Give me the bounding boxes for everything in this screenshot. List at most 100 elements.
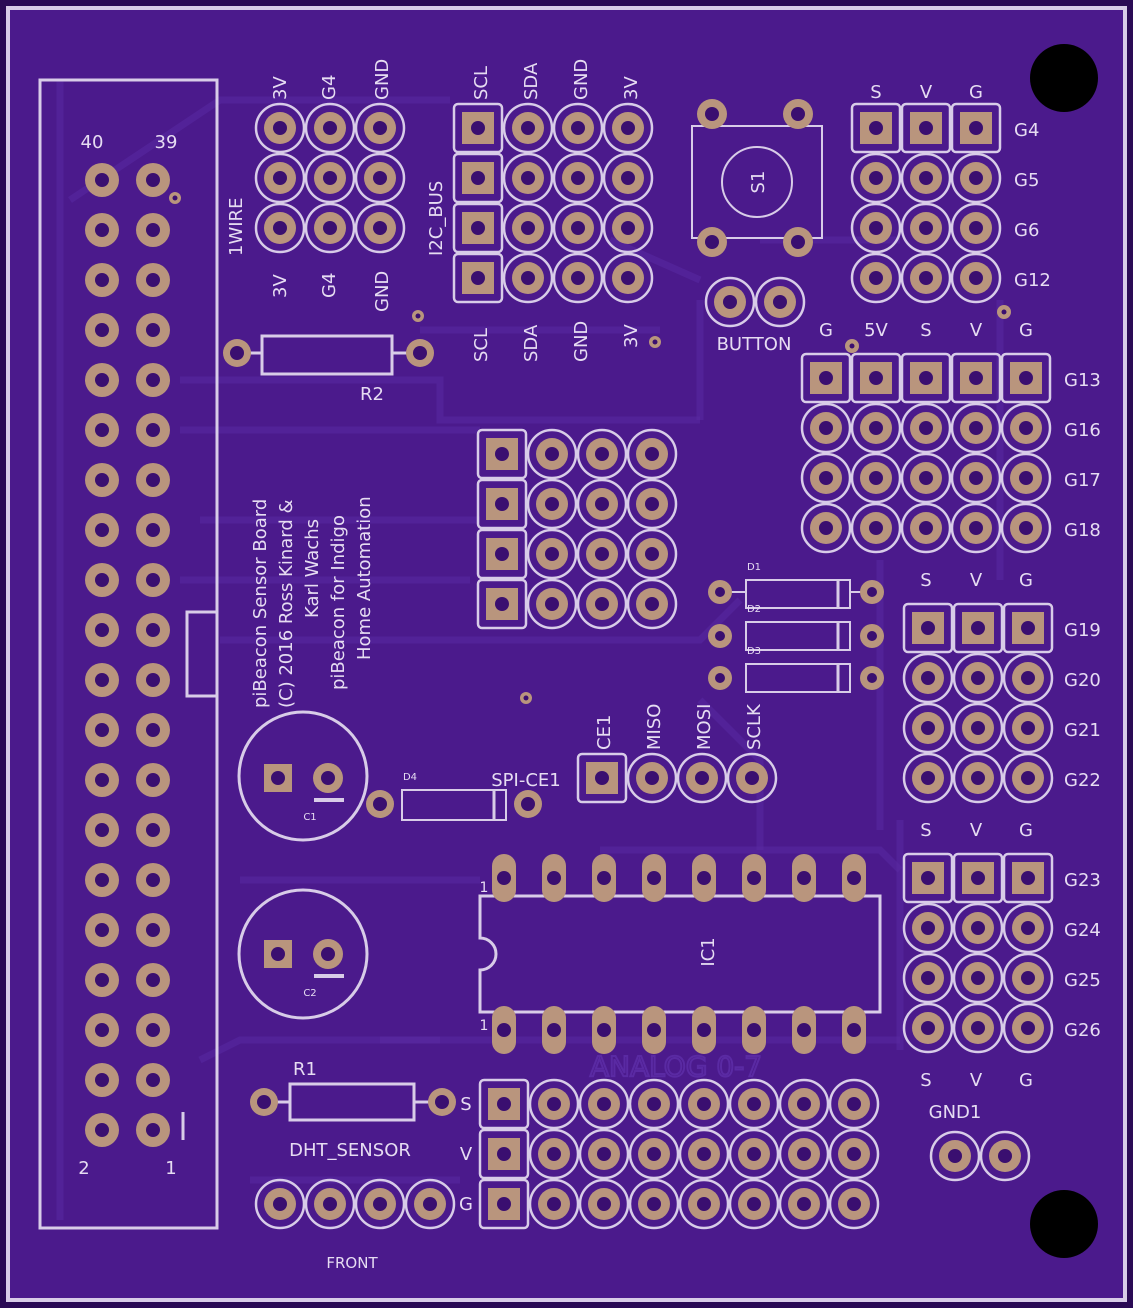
proto-pad [576,578,628,630]
front-label: FRONT [326,1254,378,1272]
i2c-pad [552,152,604,204]
analog-label: ANALOG 0-7 [590,1050,762,1083]
header-pin-39-label: 39 [155,132,178,153]
ic1-pin [642,1006,666,1054]
proto-pad [576,478,628,530]
copper-traces [56,80,1004,1220]
header-pin [136,313,170,347]
analog-pad [778,1078,830,1130]
gpio-header-outline [38,78,219,1230]
gpio-pad [1000,452,1052,504]
board-title-line-4: piBeacon for Indigo [328,515,349,690]
header-pin [85,963,119,997]
switch-pad [783,99,813,129]
header-pin [85,763,119,797]
onewire-pad [254,202,306,254]
header-pin-2-label: 2 [78,1158,89,1179]
r1-pad [428,1088,456,1116]
proto-pad [526,578,578,630]
diode-pad [860,624,884,648]
proto-pad [526,478,578,530]
gpio-pad [850,352,902,404]
gpio-label-g5: G5 [1014,170,1039,191]
analog-pad [578,1128,630,1180]
gpio-pad [800,402,852,454]
board-title-line-2: (C) 2016 Ross Kinard & [276,499,297,708]
gpio-pad [902,602,954,654]
gpio-pad [1002,902,1054,954]
onewire-pad [304,152,356,204]
i2c-pad [552,252,604,304]
gpio-pad [1002,952,1054,1004]
ic1-pin [792,854,816,902]
onewire-pad [354,102,406,154]
analog-pad [478,1128,530,1180]
onewire-pad [304,102,356,154]
gpio-pad [1002,652,1054,704]
gpio-label-g22: G22 [1064,770,1101,791]
mid-header-s: S [920,320,931,341]
gpio-pad [900,502,952,554]
i2c-bottom-gnd: GND [571,321,592,362]
board-outline [6,6,1127,1302]
header-pin [85,563,119,597]
onewire-top-g4: G4 [319,75,340,100]
analog-row-s: S [460,1094,471,1115]
gpio-pad [902,852,954,904]
i2c-pad [602,252,654,304]
ic1-pin [592,1006,616,1054]
header-pin [85,1063,119,1097]
gpio-pad [952,1002,1004,1054]
gpio-pad [902,902,954,954]
c2-pad [264,940,292,968]
button-pad [754,276,806,328]
silkscreen-labels: 40 39 2 1 1WIRE 3V G4 GND 3V G4 GND I2C_… [78,59,1101,1272]
i2c-pad [602,152,654,204]
gpio-pad [902,702,954,754]
proto-pad [476,578,528,630]
gpio-pad [800,452,852,504]
analog-pad [578,1178,630,1230]
gpio-pad [850,102,902,154]
ic1-pin [692,854,716,902]
gpio-pad [1002,1002,1054,1054]
header-pin [136,613,170,647]
onewire-label: 1WIRE [226,198,247,256]
proto-pad [476,528,528,580]
diode-pad [708,666,732,690]
diode-pad [708,624,732,648]
board-title-line-5: Home Automation [354,496,375,660]
analog-row-v: V [460,1144,473,1165]
diode-d4-label: D4 [403,772,417,783]
analog-pad [578,1078,630,1130]
r2-pad [406,339,434,367]
spi-pad [726,752,778,804]
board-title-line-3: Karl Wachs [302,519,323,618]
header-pin [85,363,119,397]
g19-header-v: V [970,570,983,591]
resistor-r1-label: R1 [293,1059,317,1080]
diode-d1-label: D1 [747,562,761,573]
spi-pad [576,752,628,804]
gpio-pad [1002,602,1054,654]
ic1-pin1-top: 1 [480,880,489,896]
mid-header-g: G [819,320,833,341]
gpio-label-g25: G25 [1064,970,1101,991]
gpio-pad [952,952,1004,1004]
bottom-header-s: S [920,1070,931,1091]
gpio-label-g18: G18 [1064,520,1101,541]
onewire-pad [354,152,406,204]
proto-pad [626,428,678,480]
header-pin [136,1063,170,1097]
gpio-label-g16: G16 [1064,420,1101,441]
header-pin [136,563,170,597]
i2c-top-gnd: GND [571,59,592,100]
spi-pin-sclk: SCLK [744,703,765,750]
i2c-top-scl: SCL [471,66,492,100]
gpio-pad [902,652,954,704]
gnd1-pad [979,1130,1031,1182]
analog-pad [528,1178,580,1230]
gpio-label-g13: G13 [1064,370,1101,391]
gpio-pad [952,652,1004,704]
i2c-pad [602,102,654,154]
